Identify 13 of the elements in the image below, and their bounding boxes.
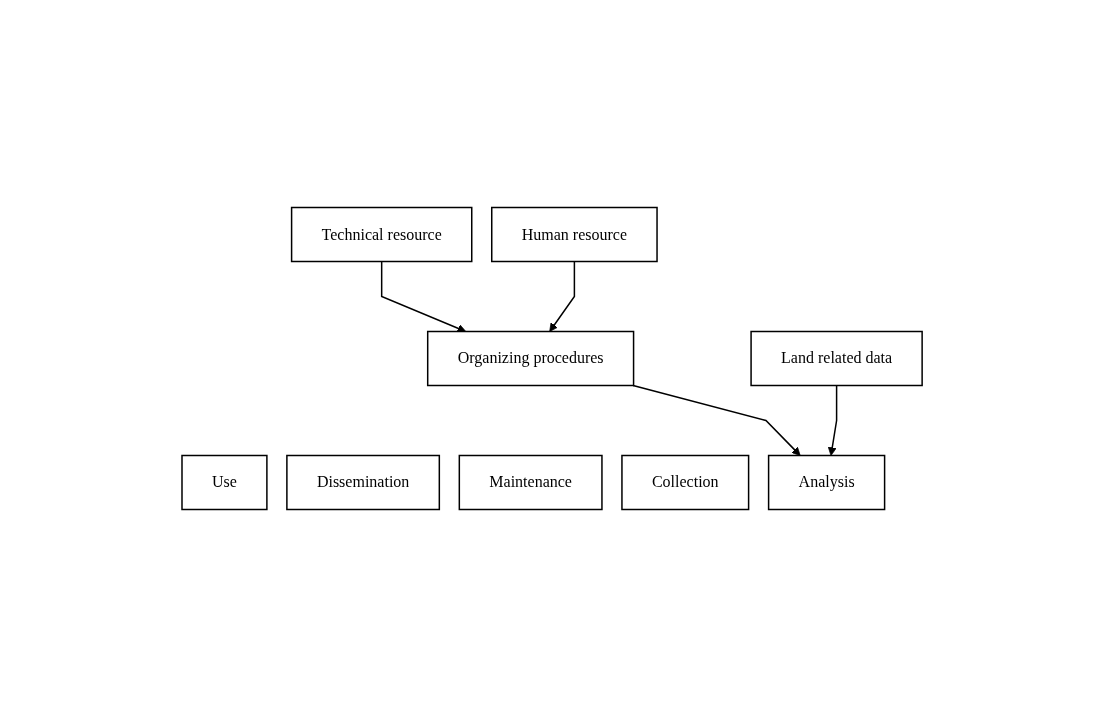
arrow: [632, 384, 801, 456]
node-box: Human resource: [491, 206, 659, 263]
node-box: Land related data: [750, 330, 924, 387]
arrow: [549, 260, 576, 332]
node-box: Use: [181, 454, 269, 511]
node-box: Technical resource: [291, 206, 473, 263]
node-box: Analysis: [768, 454, 886, 511]
node-box: Organizing procedures: [427, 330, 635, 387]
node-box: Maintenance: [459, 454, 604, 511]
arrow: [828, 384, 838, 456]
node-box: Collection: [621, 454, 750, 511]
node-box: Dissemination: [286, 454, 441, 511]
arrow: [381, 260, 467, 333]
